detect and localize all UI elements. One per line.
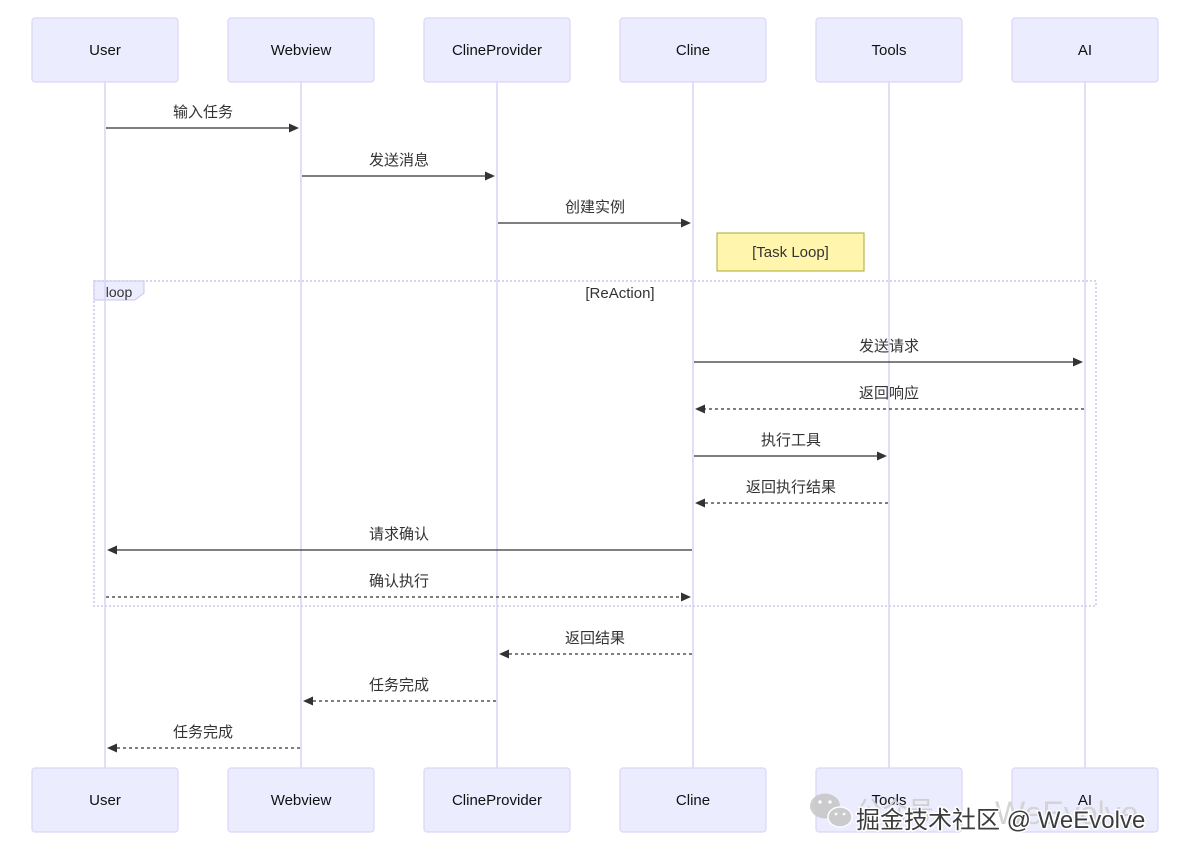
participant-webview-top: Webview [227, 17, 375, 83]
message-arrowhead [107, 743, 117, 753]
message-arrowhead [695, 404, 705, 414]
message-arrowhead [681, 592, 691, 602]
participant-box [227, 767, 375, 833]
message-arrowhead [877, 451, 887, 461]
participant-label: User [89, 792, 121, 809]
message: 返回响应 [695, 384, 1084, 414]
watermark-faded-left: 公众号 [856, 796, 934, 826]
message: 任务完成 [303, 677, 496, 706]
message: 创建实例 [498, 199, 691, 228]
message-label: 执行工具 [761, 432, 821, 449]
participants-top: User Webview ClineProvider Cline Tools AI [31, 17, 1159, 83]
message-label: 任务完成 [173, 724, 233, 741]
message-arrowhead [1073, 357, 1083, 367]
participant-label: ClineProvider [452, 42, 542, 59]
participant-user-top: User [31, 17, 179, 83]
message: 确认执行 [106, 573, 691, 602]
message-label: 请求确认 [369, 526, 429, 543]
message-label: 发送消息 [369, 152, 429, 169]
message-arrowhead [695, 498, 705, 508]
message: 任务完成 [107, 724, 300, 753]
message: 返回结果 [499, 630, 692, 659]
participant-label: Tools [871, 792, 906, 809]
messages: 输入任务发送消息创建实例发送请求返回响应执行工具返回执行结果请求确认确认执行返回… [106, 104, 1084, 753]
watermark-text: 掘金技术社区 @ WeEvolve [856, 807, 1145, 834]
participant-tools-top: Tools [815, 17, 963, 83]
participant-label: Tools [871, 42, 906, 59]
loop-block: loop [ReAction] [93, 280, 1097, 607]
lifelines [104, 82, 1086, 768]
message-label: 发送请求 [859, 338, 919, 355]
loop-label-tab [93, 280, 145, 301]
message-arrowhead [681, 218, 691, 228]
message-arrowhead [107, 545, 117, 555]
note-text: [Task Loop] [752, 244, 829, 261]
loop-frame [93, 280, 1097, 607]
watermark: 公众号 WeEvolve 掘金技术社区 @ WeEvolve [810, 793, 1147, 836]
participant-label: Cline [676, 792, 710, 809]
message: 返回执行结果 [695, 479, 888, 508]
message: 输入任务 [106, 104, 299, 133]
participant-cline-top: Cline [619, 17, 767, 83]
participant-box [423, 767, 571, 833]
message-label: 返回结果 [565, 630, 625, 647]
participant-label: User [89, 42, 121, 59]
message: 发送请求 [694, 338, 1083, 367]
participants-bottom: User Webview ClineProvider Cline Tools AI [31, 767, 1159, 833]
message-label: 输入任务 [173, 104, 233, 121]
participant-label: AI [1078, 792, 1092, 809]
participant-box [423, 17, 571, 83]
participant-label: ClineProvider [452, 792, 542, 809]
participant-cline-bottom: Cline [619, 767, 767, 833]
participant-label: Cline [676, 42, 710, 59]
participant-user-bottom: User [31, 767, 179, 833]
wechat-icon [810, 793, 853, 828]
watermark-faded-right: WeEvolve [995, 795, 1138, 831]
loop-condition: [ReAction] [585, 285, 654, 302]
note: [Task Loop] [716, 232, 865, 272]
message-arrowhead [303, 696, 313, 706]
message: 执行工具 [694, 432, 887, 461]
participant-box [31, 17, 179, 83]
message-label: 任务完成 [369, 677, 429, 694]
participant-box [31, 767, 179, 833]
participant-box [815, 17, 963, 83]
participant-webview-bottom: Webview [227, 767, 375, 833]
participant-label: Webview [271, 42, 332, 59]
participant-clineprovider-top: ClineProvider [423, 17, 571, 83]
participant-box [619, 17, 767, 83]
message-arrowhead [499, 649, 509, 659]
message: 请求确认 [107, 526, 692, 555]
participant-box [619, 767, 767, 833]
participant-label: AI [1078, 42, 1092, 59]
loop-label: loop [106, 284, 133, 300]
message-label: 返回执行结果 [746, 479, 836, 496]
participant-box [1011, 767, 1159, 833]
participant-ai-top: AI [1011, 17, 1159, 83]
note-box [716, 232, 865, 272]
participant-clineprovider-bottom: ClineProvider [423, 767, 571, 833]
participant-box [1011, 17, 1159, 83]
participant-ai-bottom: AI [1011, 767, 1159, 833]
message-arrowhead [289, 123, 299, 133]
message-arrowhead [485, 171, 495, 181]
participant-label: Webview [271, 792, 332, 809]
message-label: 返回响应 [859, 384, 919, 402]
message-label: 创建实例 [565, 199, 625, 216]
message-label: 确认执行 [369, 573, 429, 590]
participant-box [227, 17, 375, 83]
message: 发送消息 [302, 152, 495, 181]
